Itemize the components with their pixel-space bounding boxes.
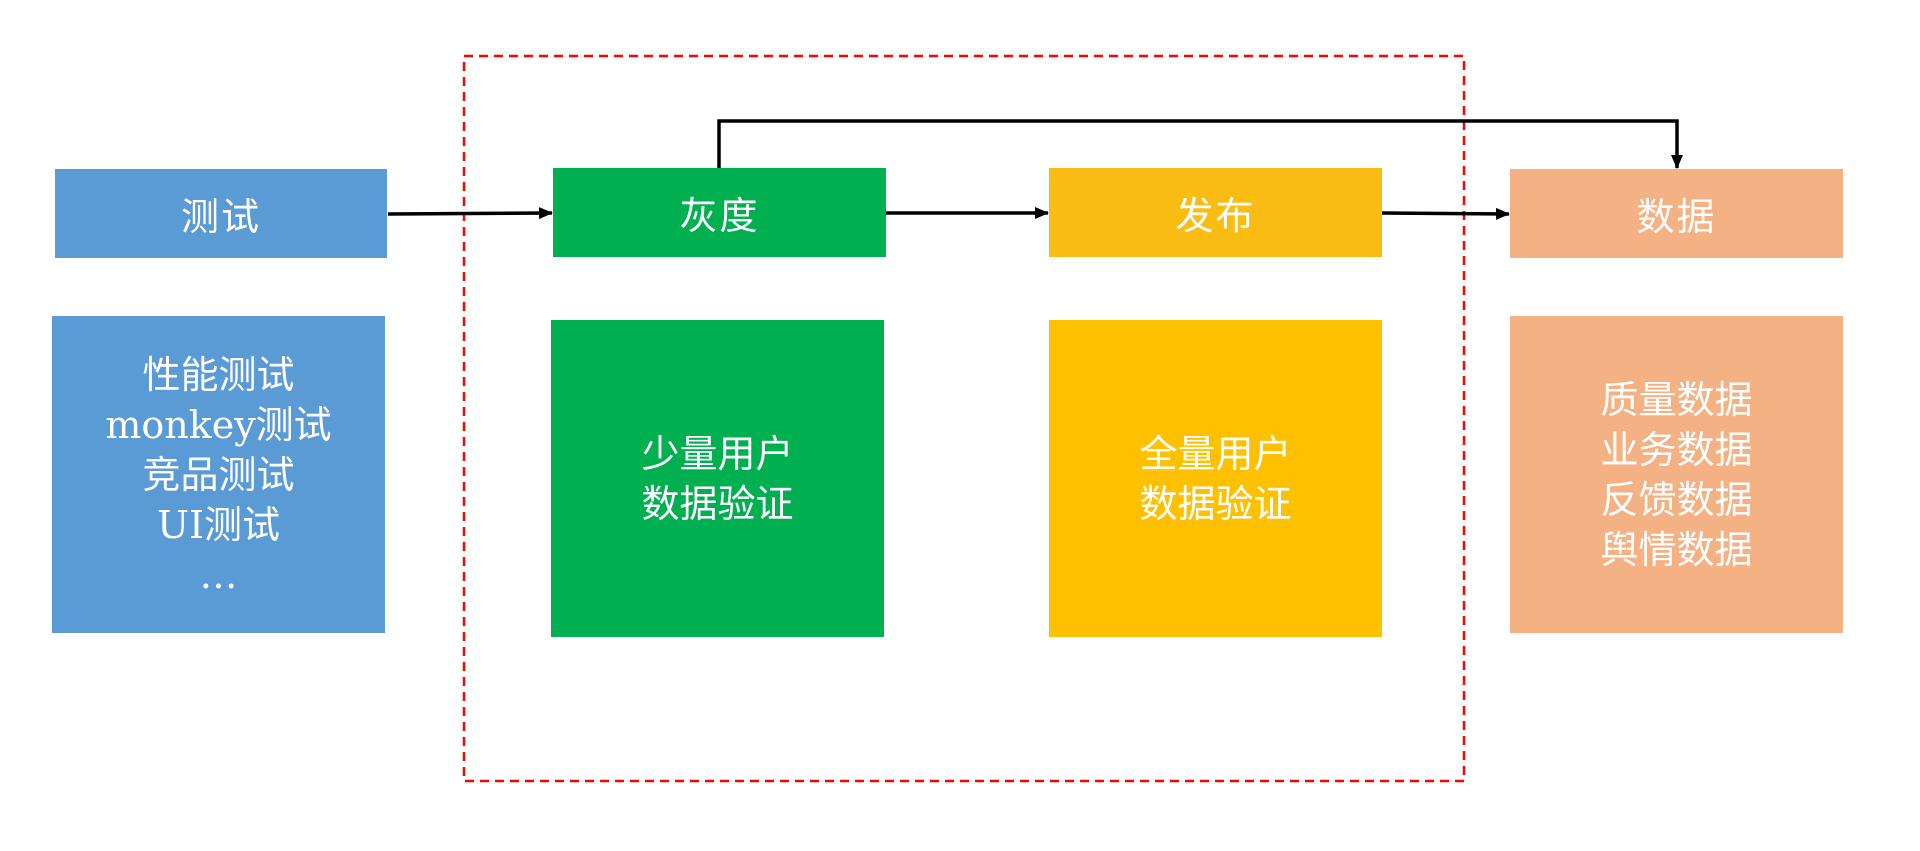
- data-item: 质量数据: [1600, 377, 1753, 422]
- test-item: 竞品测试: [142, 452, 295, 497]
- test-item: …: [199, 552, 238, 597]
- test-title: 测试: [180, 195, 261, 239]
- arrow-test-to-gray: [387, 207, 553, 220]
- data-item: 反馈数据: [1600, 477, 1753, 522]
- gray-release-dashed-frame: [462, 54, 1466, 783]
- data-header: 数据: [1510, 169, 1843, 258]
- release-details: 全量用户 数据验证: [1049, 320, 1382, 637]
- test-item: UI测试: [156, 502, 281, 547]
- release-header: 发布: [1049, 168, 1382, 257]
- test-details: 性能测试 monkey测试 竞品测试 UI测试 …: [52, 316, 385, 633]
- test-item: monkey测试: [105, 402, 332, 447]
- gray-item: 数据验证: [641, 481, 794, 526]
- gray-details: 少量用户 数据验证: [551, 320, 884, 637]
- test-header: 测试: [55, 169, 387, 258]
- release-item: 全量用户: [1139, 431, 1292, 476]
- test-item: 性能测试: [142, 352, 295, 397]
- arrow-gray-to-data: [717, 119, 1683, 169]
- gray-header: 灰度: [553, 168, 886, 257]
- release-title: 发布: [1175, 194, 1256, 238]
- release-item: 数据验证: [1139, 481, 1292, 526]
- data-item: 业务数据: [1600, 427, 1753, 472]
- data-title: 数据: [1636, 195, 1717, 239]
- gray-item: 少量用户: [641, 431, 794, 476]
- data-item: 舆情数据: [1600, 527, 1753, 572]
- gray-title: 灰度: [679, 194, 760, 238]
- arrow-release-to-data: [1381, 207, 1510, 220]
- data-details: 质量数据 业务数据 反馈数据 舆情数据: [1510, 316, 1843, 633]
